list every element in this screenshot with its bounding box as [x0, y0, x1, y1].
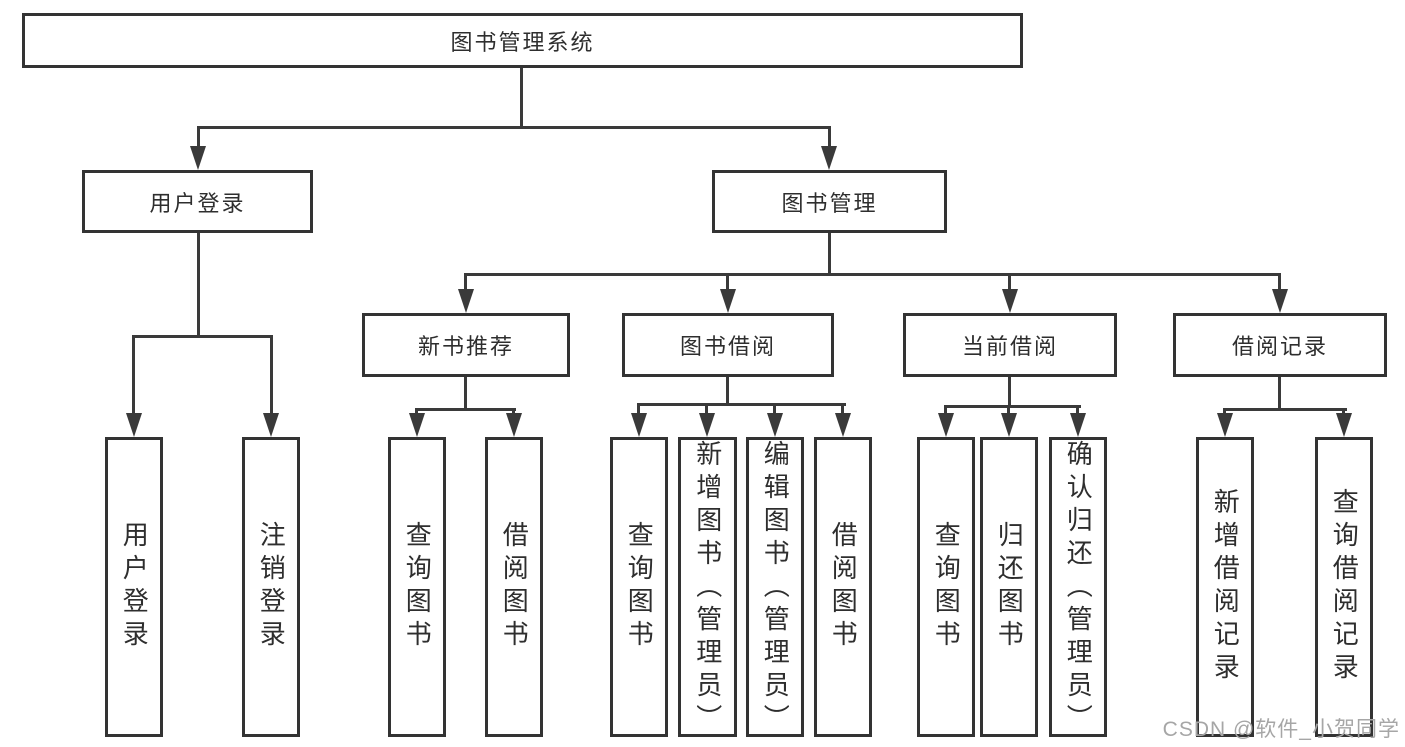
leaf-query-books-3: 查询图书 [917, 437, 975, 737]
leaf-return-books-label: 归还图书 [994, 521, 1025, 653]
leaf-logout: 注销登录 [242, 437, 300, 737]
leaf-return-books: 归还图书 [980, 437, 1038, 737]
leaf-add-borrow-record-label: 新增借阅记录 [1210, 488, 1241, 686]
leaf-borrow-books-2-label: 借阅图书 [828, 521, 859, 653]
connector-drop-book-management [828, 126, 831, 152]
connector-drop-borrow-books-2 [841, 403, 844, 417]
leaf-add-books-admin: 新增图书（管理员） [678, 437, 737, 737]
node-book-borrow: 图书借阅 [622, 313, 834, 377]
arrow-into-confirm-return [1070, 413, 1086, 437]
leaf-logout-label: 注销登录 [256, 521, 287, 653]
node-root-label: 图书管理系统 [450, 29, 595, 55]
connector-drop-borrow-records [1278, 273, 1281, 295]
leaf-query-books-2: 查询图书 [610, 437, 668, 737]
node-borrow-records-label: 借阅记录 [1231, 334, 1328, 359]
connector-user-login-trunk [197, 233, 200, 335]
connector-drop-leaf-logout [270, 335, 273, 417]
leaf-query-books-1: 查询图书 [388, 437, 446, 737]
leaf-confirm-return-admin-label: 确认归还（管理员） [1063, 440, 1094, 737]
connector-book-borrow-trunk [726, 377, 729, 403]
node-new-book-recommend: 新书推荐 [362, 313, 570, 377]
arrow-into-current-borrow [1002, 289, 1018, 313]
leaf-user-login-label: 用户登录 [119, 521, 150, 653]
leaf-borrow-books-2: 借阅图书 [814, 437, 872, 737]
node-book-borrow-label: 图书借阅 [679, 334, 776, 359]
connector-borrow-records-bus [1223, 408, 1347, 411]
arrow-into-edit-books-admin [767, 413, 783, 437]
connector-user-login-bus [132, 335, 273, 338]
node-new-book-recommend-label: 新书推荐 [417, 334, 514, 359]
connector-current-borrow-bus [944, 405, 1081, 408]
arrow-into-leaf-user-login [126, 413, 142, 437]
leaf-query-books-2-label: 查询图书 [624, 521, 655, 653]
connector-drop-add-books-admin [705, 403, 708, 417]
leaf-add-books-admin-label: 新增图书（管理员） [692, 440, 723, 737]
leaf-edit-books-admin: 编辑图书（管理员） [746, 437, 804, 737]
leaf-query-borrow-record-label: 查询借阅记录 [1329, 488, 1360, 686]
connector-drop-query-books-3 [944, 405, 947, 417]
arrow-into-book-management [821, 146, 837, 170]
connector-drop-edit-books-admin [773, 403, 776, 417]
arrow-into-query-books-2 [631, 413, 647, 437]
connector-level2-bus [197, 126, 831, 129]
node-root: 图书管理系统 [22, 13, 1023, 68]
connector-current-borrow-trunk [1008, 377, 1011, 405]
connector-drop-query-books-2 [637, 403, 640, 417]
arrow-into-query-books-3 [938, 413, 954, 437]
connector-drop-leaf-user-login [132, 335, 135, 417]
node-user-login: 用户登录 [82, 170, 313, 233]
arrow-into-return-books [1001, 413, 1017, 437]
connector-drop-new-book-recommend [464, 273, 467, 295]
arrow-into-book-borrow [720, 289, 736, 313]
connector-drop-return-books [1007, 405, 1010, 417]
connector-new-book-recommend-bus [415, 408, 516, 411]
leaf-edit-books-admin-label: 编辑图书（管理员） [760, 440, 791, 737]
node-borrow-records: 借阅记录 [1173, 313, 1387, 377]
leaf-query-borrow-record: 查询借阅记录 [1315, 437, 1373, 737]
connector-book-management-trunk [828, 233, 831, 273]
arrow-into-leaf-logout [263, 413, 279, 437]
leaf-borrow-books-1: 借阅图书 [485, 437, 543, 737]
connector-drop-book-borrow [726, 273, 729, 295]
connector-drop-user-login [197, 126, 200, 152]
arrow-into-add-borrow-record [1217, 413, 1233, 437]
connector-drop-confirm-return [1076, 405, 1079, 417]
connector-root-trunk [520, 68, 523, 126]
connector-level3-bus [464, 273, 1281, 276]
connector-borrow-records-trunk [1278, 377, 1281, 408]
node-book-management: 图书管理 [712, 170, 947, 233]
node-book-management-label: 图书管理 [781, 190, 878, 216]
leaf-confirm-return-admin: 确认归还（管理员） [1049, 437, 1107, 737]
arrow-into-query-borrow-record [1336, 413, 1352, 437]
leaf-query-books-3-label: 查询图书 [931, 521, 962, 653]
leaf-add-borrow-record: 新增借阅记录 [1196, 437, 1254, 737]
connector-new-book-recommend-trunk [464, 377, 467, 408]
connector-drop-current-borrow [1008, 273, 1011, 295]
arrow-into-borrow-records [1272, 289, 1288, 313]
arrow-into-borrow-books-2 [835, 413, 851, 437]
leaf-user-login: 用户登录 [105, 437, 163, 737]
node-current-borrow-label: 当前借阅 [961, 334, 1058, 359]
arrow-into-user-login [190, 146, 206, 170]
csdn-watermark: CSDN @软件_小贺同学 [1162, 718, 1400, 741]
arrow-into-new-book-recommend [458, 289, 474, 313]
leaf-query-books-1-label: 查询图书 [402, 521, 433, 653]
node-current-borrow: 当前借阅 [903, 313, 1117, 377]
leaf-borrow-books-1-label: 借阅图书 [499, 521, 530, 653]
arrow-into-add-books-admin [699, 413, 715, 437]
connector-book-borrow-bus [637, 403, 846, 406]
arrow-into-query-books-1 [409, 413, 425, 437]
node-user-login-label: 用户登录 [149, 190, 246, 216]
arrow-into-borrow-books-1 [506, 413, 522, 437]
